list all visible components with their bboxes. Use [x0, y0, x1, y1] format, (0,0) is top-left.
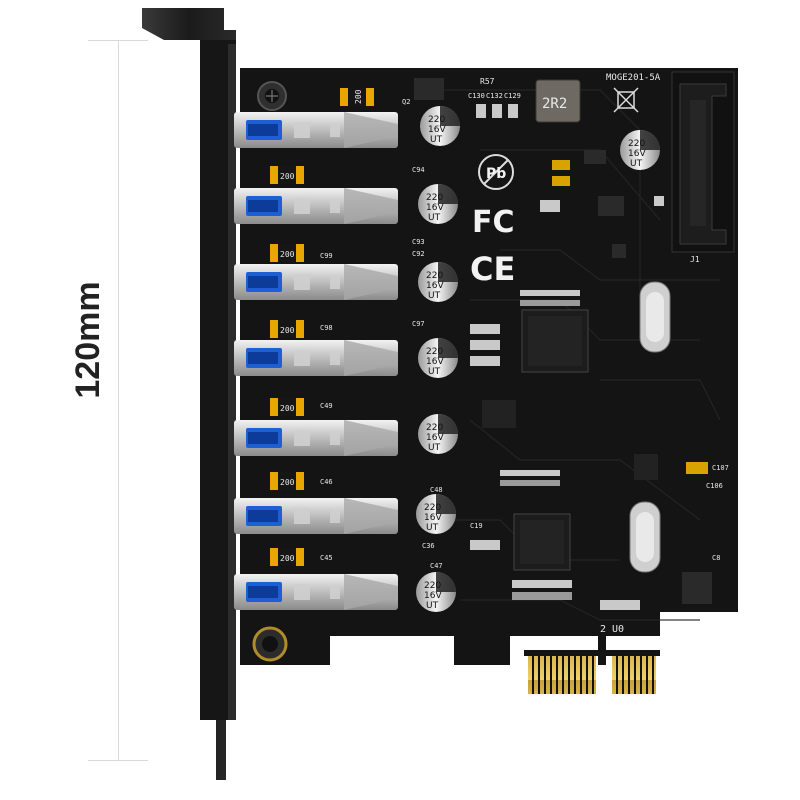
cap-type: UT [428, 291, 441, 301]
connector-label: J1 [690, 255, 700, 264]
cap-type: UT [430, 135, 443, 145]
top-label-q2: Q2 [402, 98, 410, 106]
cap-voltage: 16V [426, 281, 444, 291]
cap-label: C46 [320, 478, 333, 486]
usb-port-icon [234, 188, 398, 224]
pcie-connector-icon [524, 650, 660, 694]
ce-logo: CE [470, 250, 515, 288]
cap-voltage: 16V [428, 125, 446, 135]
board-model: MOGE201-5A [606, 73, 661, 83]
screw-icon [257, 81, 287, 111]
cap-voltage: 16V [424, 591, 442, 601]
ic-soic [482, 400, 516, 428]
hub-controller-chip [513, 513, 571, 571]
usb-port-icon [234, 112, 398, 148]
fuse-label: 200 [280, 554, 295, 563]
fuses: 200 200 200 200 200 200 200 [270, 88, 374, 566]
cap-voltage: 16V [424, 513, 442, 523]
cap-voltage: 16V [426, 433, 444, 443]
usb-ports [234, 112, 398, 610]
certification-logos: Pb FC CE [470, 154, 515, 288]
fuse-label: 200 [280, 326, 295, 335]
cap-label: C49 [320, 402, 333, 410]
pcie-label: 2 U0 [600, 624, 624, 635]
cap-label: C106 [706, 482, 723, 490]
cap-label: C92 [412, 250, 425, 258]
smd-components [470, 104, 712, 610]
cap-type: UT [426, 523, 439, 533]
fuse-label: 200 [280, 404, 295, 413]
cap-label: C48 [430, 486, 443, 494]
cap-type: UT [428, 443, 441, 453]
cap-value: 220 [426, 347, 443, 357]
crystal-oscillator [639, 281, 671, 353]
usb-port-icon [234, 264, 398, 300]
cap-label: C107 [712, 464, 729, 472]
usb-port-icon [234, 574, 398, 610]
cap-label: C98 [320, 324, 333, 332]
cap-label: C97 [412, 320, 425, 328]
transistor-q2 [414, 78, 444, 100]
cap-value: 220 [426, 271, 443, 281]
cap-label: C99 [320, 252, 333, 260]
fuse-label: 200 [354, 89, 363, 104]
sata-connector-icon: J1 [671, 71, 735, 264]
cap-voltage: 16V [426, 203, 444, 213]
top-label-c129: C129 [504, 92, 521, 100]
cap-label: C36 [422, 542, 435, 550]
dimension-tick-bottom [88, 760, 148, 761]
inductor-label: 2R2 [542, 96, 567, 112]
usb-port-icon [234, 420, 398, 456]
metal-bracket [142, 8, 236, 780]
component-labels: C94 C93 C92 C97 C98 C99 C49 C46 C48 C45 … [320, 166, 729, 570]
fuse-label: 200 [280, 478, 295, 487]
inductor [535, 79, 581, 123]
cap-voltage: 16V [628, 149, 646, 159]
cap-label: C47 [430, 562, 443, 570]
usb-port-icon [234, 340, 398, 376]
cap-value: 220 [428, 115, 445, 125]
dimension-line [118, 40, 119, 760]
cap-label: C94 [412, 166, 425, 174]
usb-port-icon [234, 498, 398, 534]
cap-value: 220 [426, 423, 443, 433]
weee-icon [613, 87, 639, 113]
cap-label: C93 [412, 238, 425, 246]
cap-type: UT [428, 367, 441, 377]
cap-value: 220 [424, 581, 441, 591]
cap-label: C19 [470, 522, 483, 530]
dimension-tick-top [88, 40, 148, 41]
cap-value: 220 [424, 503, 441, 513]
top-label-r57: R57 [480, 77, 495, 86]
fuse-label: 200 [280, 250, 295, 259]
cap-type: UT [428, 213, 441, 223]
fuse-label: 200 [280, 172, 295, 181]
top-label-c132: C132 [486, 92, 503, 100]
cap-type: UT [426, 601, 439, 611]
usb-controller-chip [521, 309, 589, 373]
cap-value: 220 [628, 139, 645, 149]
pb-free-logo: Pb [486, 166, 506, 182]
top-label-c130: C130 [468, 92, 485, 100]
cap-voltage: 16V [426, 357, 444, 367]
ic-small [634, 454, 658, 480]
fcc-logo: FC [472, 205, 515, 240]
crystal-oscillator [629, 501, 661, 573]
cap-label: C8 [712, 554, 720, 562]
cap-value: 220 [426, 193, 443, 203]
cap-type: UT [630, 159, 643, 169]
screw-icon [252, 626, 288, 662]
cap-label: C45 [320, 554, 333, 562]
